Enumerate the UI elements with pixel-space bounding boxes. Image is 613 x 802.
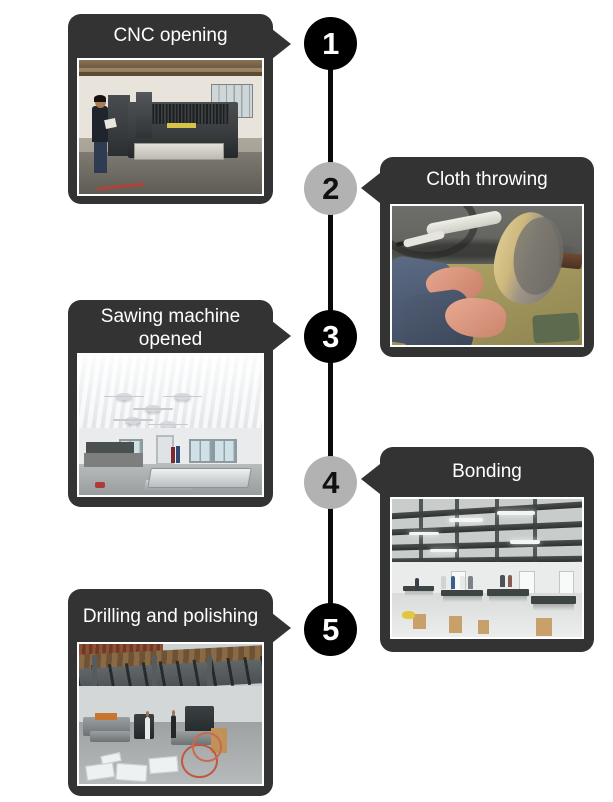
- step-tail-4: [361, 464, 380, 494]
- step-marker-2[interactable]: 2: [304, 162, 357, 215]
- step-photo-frame-4: [390, 497, 584, 639]
- step-photo-1: [79, 60, 262, 194]
- step-number-5: 5: [322, 612, 339, 647]
- step-photo-2: [392, 206, 582, 345]
- step-marker-5[interactable]: 5: [304, 603, 357, 656]
- step-title-2: Cloth throwing: [426, 169, 548, 190]
- step-card-2[interactable]: Cloth throwing: [380, 157, 594, 357]
- step-tail-2: [361, 173, 380, 203]
- step-card-5[interactable]: Drilling and polishing: [68, 589, 273, 796]
- step-tail-5: [272, 613, 291, 643]
- step-photo-frame-1: [77, 58, 264, 196]
- step-marker-1[interactable]: 1: [304, 17, 357, 70]
- step-marker-3[interactable]: 3: [304, 310, 357, 363]
- step-card-1[interactable]: CNC opening: [68, 14, 273, 204]
- step-photo-frame-5: [77, 642, 264, 786]
- step-photo-3: [79, 355, 262, 495]
- step-card-3[interactable]: Sawing machine opened: [68, 300, 273, 507]
- step-marker-4[interactable]: 4: [304, 456, 357, 509]
- step-card-4[interactable]: Bonding: [380, 447, 594, 652]
- step-photo-5: [79, 644, 262, 784]
- step-photo-frame-2: [390, 204, 584, 347]
- step-tail-1: [272, 29, 291, 59]
- step-number-1: 1: [322, 26, 339, 61]
- step-photo-4: [392, 499, 582, 637]
- timeline-spine-3-4: [328, 330, 333, 490]
- step-photo-frame-3: [77, 353, 264, 497]
- timeline-spine-1-2: [328, 60, 333, 195]
- step-tail-3: [272, 321, 291, 351]
- step-number-3: 3: [322, 319, 339, 354]
- step-number-2: 2: [322, 171, 339, 206]
- step-title-1: CNC opening: [113, 24, 228, 46]
- timeline-spine-4-5: [328, 478, 333, 636]
- step-title-4: Bonding: [452, 460, 522, 482]
- step-title-5: Drilling and polishing: [82, 606, 259, 627]
- step-title-3: Sawing machine opened: [100, 305, 241, 350]
- step-number-4: 4: [322, 465, 339, 500]
- timeline-spine-2-3: [328, 182, 333, 342]
